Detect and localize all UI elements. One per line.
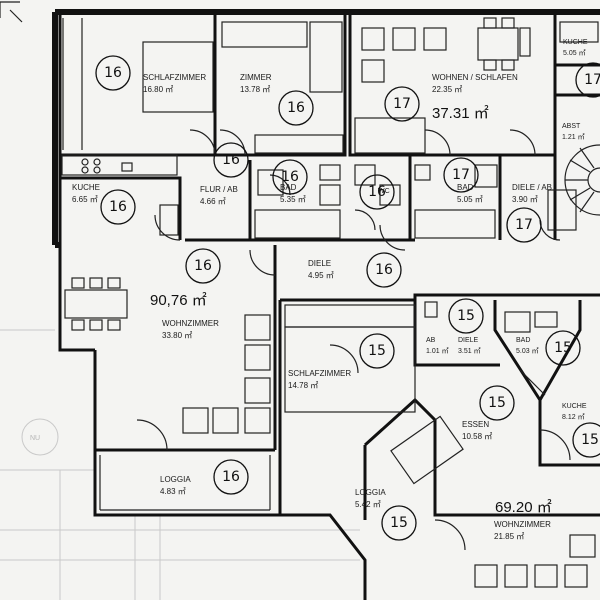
room-area-diele-17: 3.90 ㎡ (512, 195, 538, 204)
room-label-wc-16: WC (378, 188, 390, 195)
unit-15-walls (284, 300, 600, 588)
room-label-diele-16: DIELE (308, 259, 331, 268)
unit-marker-circle (545, 330, 581, 366)
room-area-kuche-17: 5.05 ㎡ (563, 49, 586, 57)
room-label-diele-15: DIELE (458, 337, 479, 344)
room-label-bad-16: BAD (280, 183, 297, 192)
unit-marker-number: 16 (109, 199, 127, 215)
unit-marker-circle (448, 298, 484, 334)
room-area-ab-15: 1.01 ㎡ (426, 347, 449, 355)
apartment-15-total: 69.20 ㎡ (495, 499, 552, 516)
room-label-schlafzimmer-15: SCHLAFZIMMER (288, 369, 351, 378)
unit-marker-number: 16 (287, 100, 305, 116)
room-area-wohnzimmer-16: 33.80 ㎡ (162, 331, 192, 340)
room-area-abst-17: 1.21 ㎡ (562, 133, 585, 141)
room-label-loggia-16: LOGGIA (160, 475, 191, 484)
apartment-totals: 90,76 ㎡ 37.31 ㎡ 69.20 ㎡ (150, 105, 552, 516)
room-area-bad-15: 5.03 ㎡ (516, 347, 539, 355)
room-label-diele-17: DIELE / AB (512, 183, 552, 192)
unit-marker-circle (359, 333, 395, 369)
unit-marker-number: 17 (515, 217, 533, 233)
unit-marker-number: 16 (222, 152, 240, 168)
unit-marker-circle (185, 248, 221, 284)
unit-marker-circle (213, 142, 249, 178)
room-area-loggia-15: 5.42 ㎡ (355, 500, 381, 509)
room-labels: SCHLAFZIMMER 16.80 ㎡ ZIMMER 13.78 ㎡ WOHN… (72, 39, 588, 541)
corner-mark (0, 1, 23, 23)
unit-marker-number: 15 (457, 308, 475, 324)
room-area-kuche-15: 8.12 ㎡ (562, 413, 585, 421)
unit-marker-number: 17 (393, 96, 411, 112)
unit-marker-circle (506, 207, 542, 243)
room-area-zimmer-16: 13.78 ㎡ (240, 85, 270, 94)
unit-marker-number: 16 (104, 65, 122, 81)
unit-marker-number: 17 (452, 167, 470, 183)
room-area-schlafzimmer-16: 16.80 ㎡ (143, 85, 173, 94)
room-label-essen-15: ESSEN (462, 420, 489, 429)
room-area-bad-16: 5.35 ㎡ (280, 195, 306, 204)
room-area-loggia-16: 4.83 ㎡ (160, 487, 186, 496)
unit-marker-number: 16 (281, 169, 299, 185)
unit-marker-number: 16 (375, 262, 393, 278)
unit-marker-circle (95, 55, 131, 91)
unit-marker-circle (359, 174, 395, 210)
unit-17-walls (348, 15, 600, 241)
room-label-wohnzimmer-15: WOHNZIMMER (494, 520, 551, 529)
unit-marker-number: 15 (554, 340, 572, 356)
unit-marker-number: 17 (584, 72, 600, 88)
room-area-wohnen-schlafen-17: 22.35 ㎡ (432, 85, 462, 94)
unit-circles: 16 16 17 17 16 16 16 16 17 17 16 16 15 15 15 15 16 15 15 (95, 55, 600, 541)
unit-16-walls (58, 15, 415, 511)
side-marker-label: NU (30, 435, 40, 442)
unit-marker-circle (443, 157, 479, 193)
room-label-wohnzimmer-16: WOHNZIMMER (162, 319, 219, 328)
unit-marker-circle (213, 459, 249, 495)
unit-marker-number: 15 (390, 515, 408, 531)
unit-marker-number: 16 (194, 258, 212, 274)
room-label-ab-15: AB (426, 337, 436, 344)
room-label-loggia-15: LOGGIA (355, 488, 386, 497)
unit-marker-circle (272, 159, 308, 195)
room-area-kuche-16: 6.65 ㎡ (72, 195, 98, 204)
unit-marker-circle (381, 505, 417, 541)
room-label-wohnen-schlafen-17: WOHNEN / SCHLAFEN (432, 73, 518, 82)
unit-marker-number: 16 (222, 469, 240, 485)
room-area-diele-16: 4.95 ㎡ (308, 271, 334, 280)
unit-marker-number: 16 (368, 184, 386, 200)
room-label-flur-16: FLUR / AB (200, 185, 238, 194)
room-area-essen-15: 10.58 ㎡ (462, 432, 492, 441)
room-label-schlafzimmer-16: SCHLAFZIMMER (143, 73, 206, 82)
room-label-kuche-17: KUCHE (563, 39, 588, 46)
unit-marker-number: 15 (581, 432, 599, 448)
unit-marker-number: 15 (368, 343, 386, 359)
side-marker-circle (21, 418, 59, 456)
background-lines (0, 329, 360, 600)
unit-marker-circle (572, 422, 600, 458)
room-label-abst-17: ABST (562, 123, 581, 130)
apartment-16-total: 90,76 ㎡ (150, 292, 207, 309)
room-label-bad-15: BAD (516, 337, 530, 344)
room-label-zimmer-16: ZIMMER (240, 73, 272, 82)
unit-marker-circle (479, 385, 515, 421)
unit-marker-number: 15 (488, 395, 506, 411)
room-area-wohnzimmer-15: 21.85 ㎡ (494, 532, 524, 541)
room-area-bad-17: 5.05 ㎡ (457, 195, 483, 204)
apartment-17-total: 37.31 ㎡ (432, 105, 489, 122)
room-label-bad-17: BAD (457, 183, 474, 192)
unit-marker-circle (366, 252, 402, 288)
room-area-flur-16: 4.66 ㎡ (200, 197, 226, 206)
unit-marker-circle (100, 189, 136, 225)
room-label-kuche-15: KUCHE (562, 403, 587, 410)
room-area-diele-15: 3.51 ㎡ (458, 347, 481, 355)
unit-marker-circle (575, 62, 600, 98)
room-area-schlafzimmer-15: 14.78 ㎡ (288, 381, 318, 390)
unit-marker-circle (278, 90, 314, 126)
room-label-kuche-16: KUCHE (72, 183, 100, 192)
unit-marker-circle (384, 86, 420, 122)
